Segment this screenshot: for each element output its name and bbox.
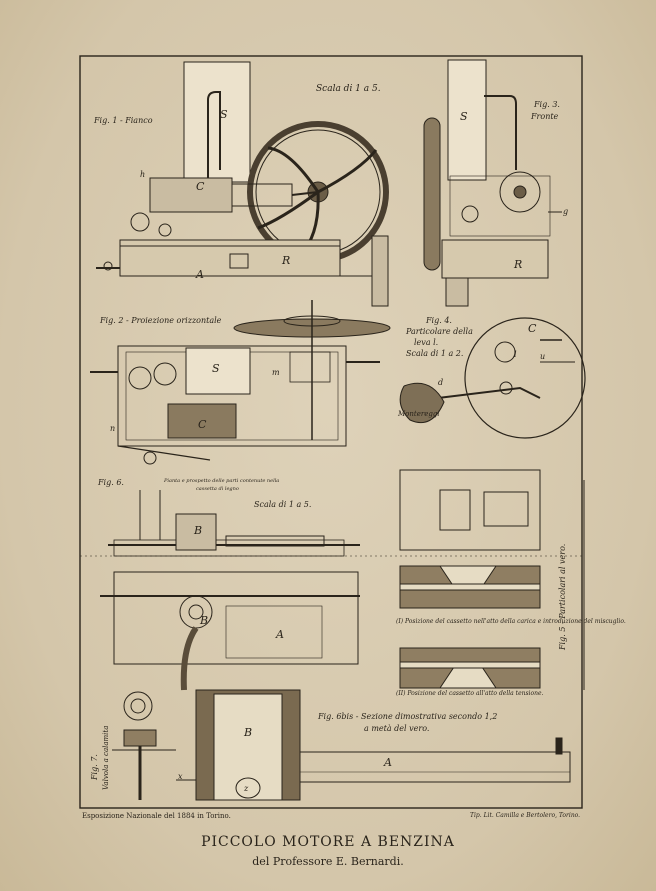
part-R-fig1: R <box>282 254 291 267</box>
part-n-fig2: n <box>110 424 116 433</box>
part-d-fig4: d <box>438 378 444 387</box>
part-A-fig6-plan: A <box>276 628 284 641</box>
scale-top: Scala di 1 a 5. <box>316 84 381 94</box>
fig3-front-view <box>423 59 562 307</box>
part-S-fig1: S <box>220 108 228 121</box>
part-l-fig4: l <box>514 350 517 359</box>
part-C-fig4: C <box>528 322 537 335</box>
plate-subtitle: del Professore E. Bernardi. <box>252 855 404 868</box>
fig3-sublabel: Fronte <box>531 112 559 121</box>
part-A-fig6bis: A <box>384 756 392 769</box>
fig1-label: Fig. 1 - Fianco <box>94 116 153 125</box>
fig2-plan-view <box>90 300 391 465</box>
part-C-fig1: C <box>196 180 205 193</box>
fig7-sublabel: Valvola a calamita <box>102 725 110 790</box>
part-m-fig2: m <box>272 368 280 377</box>
part-u-fig4: u <box>540 352 546 361</box>
fig6bis-label-b: a metà del vero. <box>364 724 430 733</box>
fig5-details <box>399 469 585 690</box>
fig5-label: Fig. 5 - Particolari al vero. <box>558 543 567 650</box>
part-B-fig6: B <box>194 524 203 537</box>
fig4-lever-detail <box>399 317 586 439</box>
fig7-label: Fig. 7. <box>90 754 99 780</box>
footer-exposition: Esposizione Nazionale del 1884 in Torino… <box>82 812 231 820</box>
fig7-magnet-valve <box>112 691 176 800</box>
fig4-label-a: Fig. 4. <box>426 316 452 325</box>
part-R-fig3: R <box>514 258 523 271</box>
part-B-fig6-plan: B <box>200 614 209 627</box>
fig4-note: Montereggi <box>398 410 440 418</box>
fig3-label: Fig. 3. <box>534 100 560 109</box>
fig2-label: Fig. 2 - Proiezione orizzontale <box>100 316 222 325</box>
part-S-fig2: S <box>212 362 220 375</box>
position-2: (II) Posizione del cassetto all'atto del… <box>396 690 544 697</box>
position-1: (I) Posizione del cassetto nell'atto del… <box>396 618 626 625</box>
fig6-note-b: cassetta di legno <box>196 486 239 492</box>
plate-border <box>79 55 583 809</box>
part-B-fig6bis: B <box>244 726 253 739</box>
footer-printer: Tip. Lit. Camilla e Bertolero, Torino. <box>470 812 581 819</box>
fig6bis-section <box>176 689 571 801</box>
plate-title: PICCOLO MOTORE A BENZINA <box>201 834 455 850</box>
part-g-fig3: g <box>563 207 569 216</box>
fig6-note-a: Pianta e prospetto delle parti contenute… <box>164 478 280 484</box>
fig6-box-parts <box>100 490 360 691</box>
part-z-fig6bis: z <box>244 784 249 793</box>
part-h-fig1: h <box>140 170 146 179</box>
part-x-fig6bis: x <box>178 772 183 781</box>
fig4-label-c: leva l. <box>414 338 439 347</box>
fig6bis-label-a: Fig. 6bis - Sezione dimostrativa secondo… <box>318 712 498 721</box>
fig1-side-view <box>96 61 389 307</box>
fig6-label: Fig. 6. <box>98 478 124 487</box>
part-C-fig2: C <box>198 418 207 431</box>
part-A-fig1: A <box>196 268 204 281</box>
fig4-label-b: Particolare della <box>406 327 473 336</box>
part-S-fig3: S <box>460 110 468 123</box>
scale-fig6: Scala di 1 a 5. <box>254 500 312 509</box>
fig4-label-d: Scala di 1 a 2. <box>406 349 464 358</box>
